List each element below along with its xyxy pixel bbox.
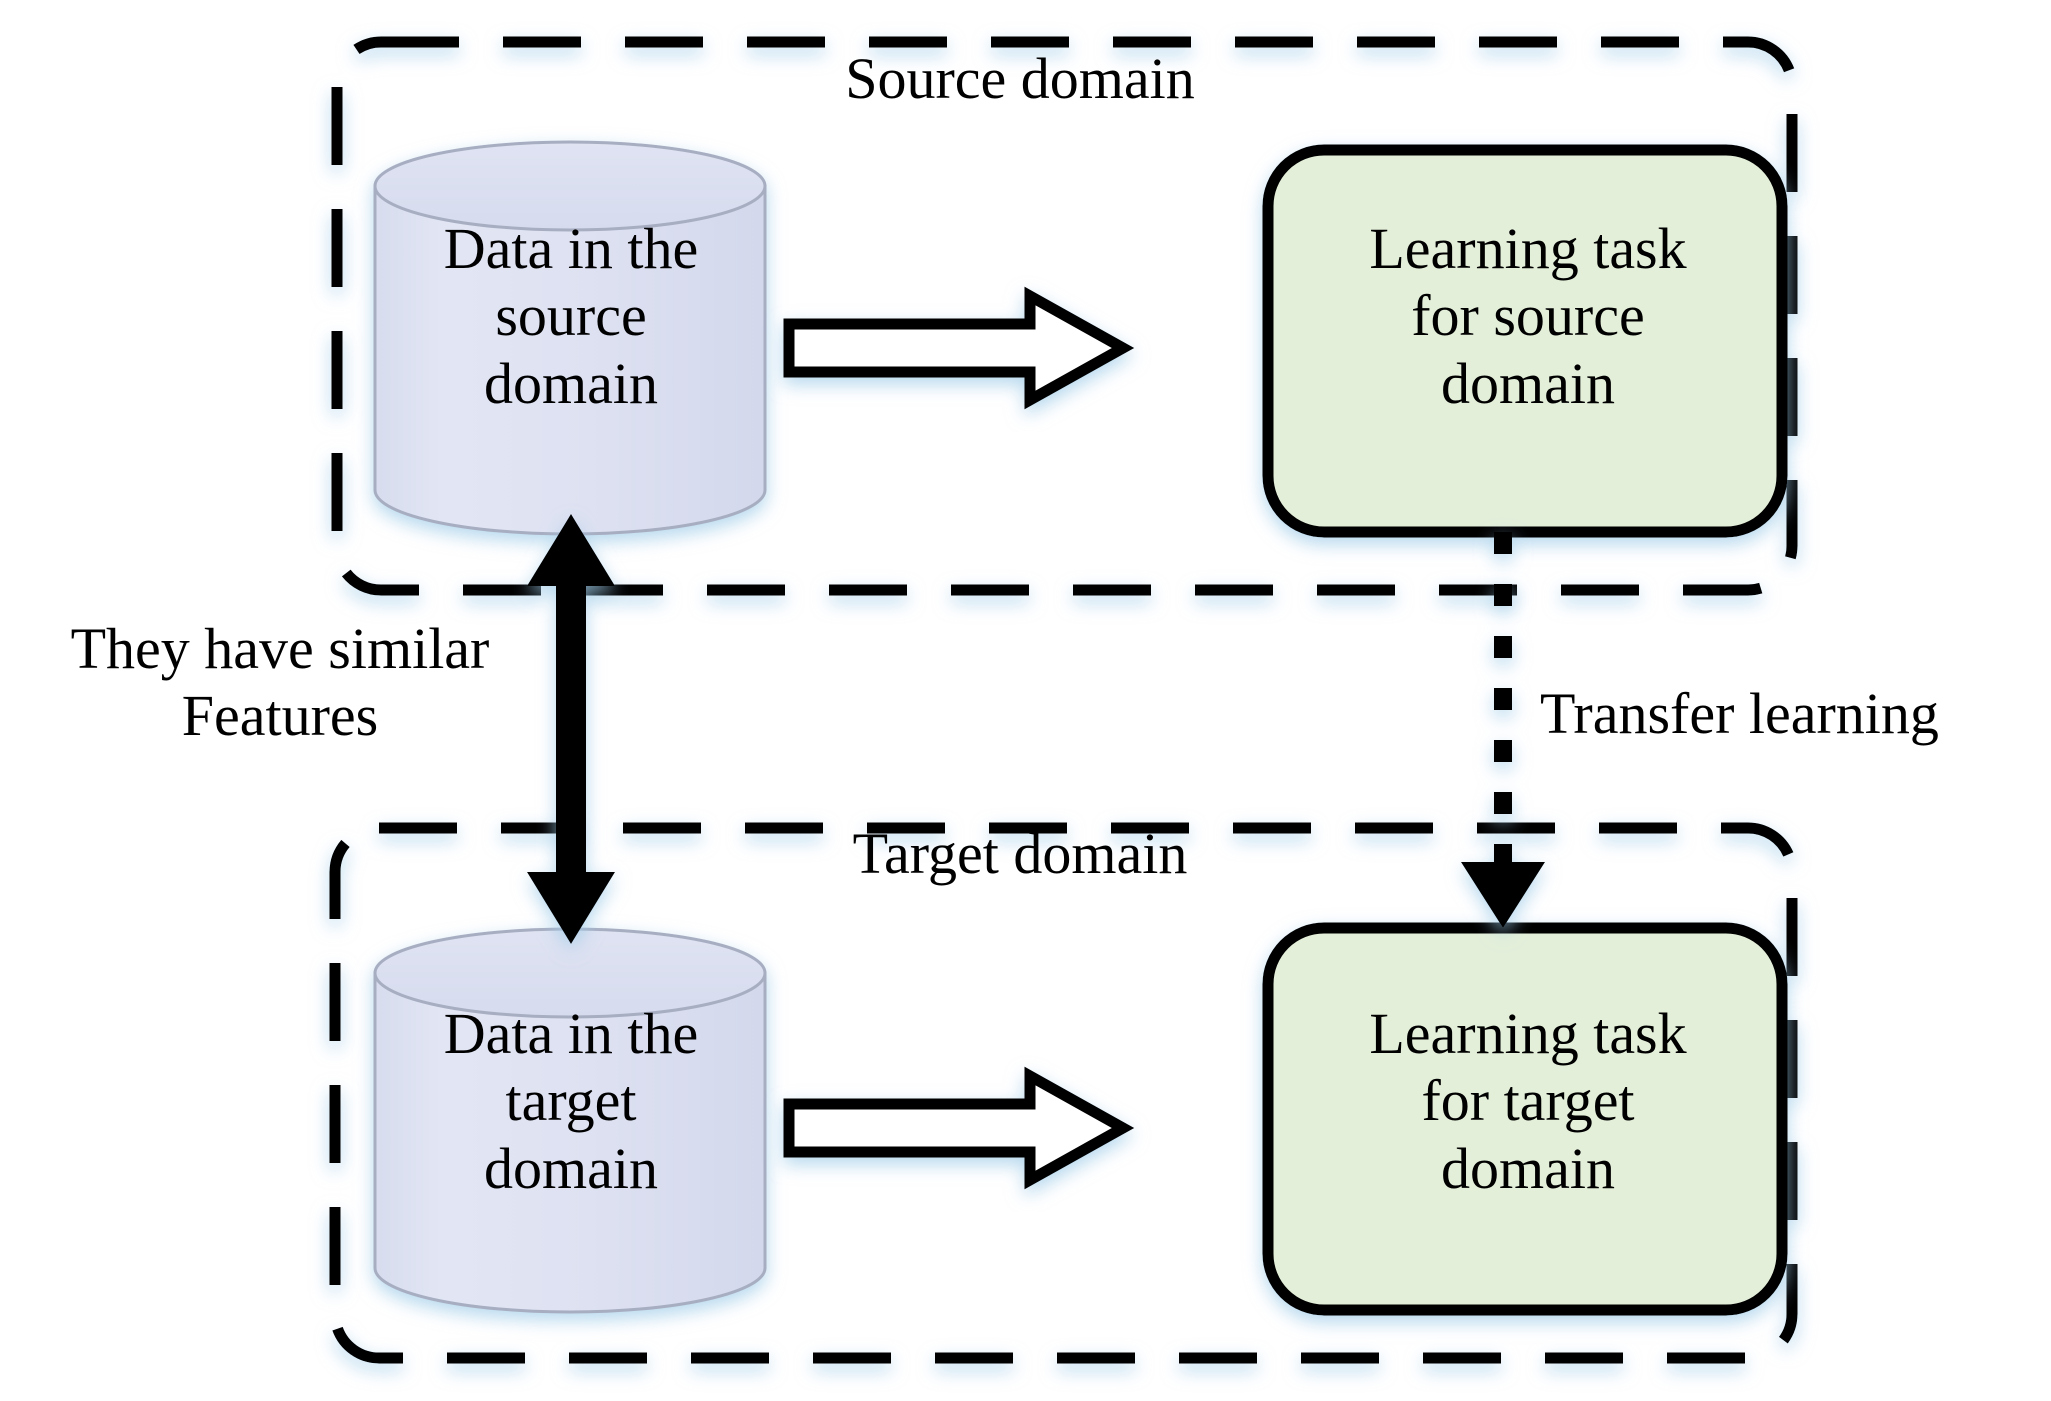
transfer-dotted-arrow — [1461, 532, 1545, 928]
target-block-arrow — [783, 1066, 1135, 1190]
source-task-box-label: Learning task for source domain — [1369, 216, 1687, 416]
source-block-arrow — [783, 286, 1135, 410]
target-domain-frame — [329, 822, 1798, 1364]
source-data-cylinder — [373, 140, 767, 536]
similar-features-annotation: They have similar Features — [70, 616, 490, 749]
target-task-box — [1262, 922, 1788, 1316]
source-domain-frame — [331, 36, 1798, 596]
target-task-box-label: Learning task for target domain — [1369, 1001, 1687, 1201]
target-domain-title: Target domain — [852, 821, 1188, 886]
source-task-box — [1262, 144, 1788, 538]
source-domain-title: Source domain — [845, 46, 1195, 111]
transfer-learning-annotation: Transfer learning — [1540, 681, 1939, 746]
target-data-cylinder-label: Data in the target domain — [443, 1001, 699, 1201]
similarity-double-arrow — [527, 514, 615, 944]
source-data-cylinder-label: Data in the source domain — [443, 216, 699, 416]
